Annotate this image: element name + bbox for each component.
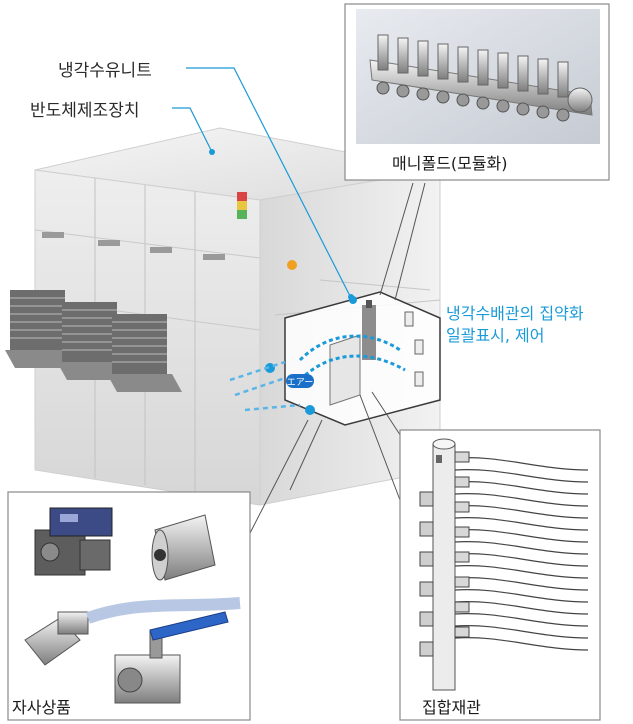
label-semiconductor-equipment: 반도체제조장치	[30, 101, 140, 121]
ball-valve-icon	[114, 611, 229, 704]
callout-cooling-unit	[186, 67, 351, 297]
label-manifold: 매니폴드(모듈화)	[392, 154, 508, 173]
flow-arrow-icon	[229, 360, 301, 412]
label-own-products: 자사상품	[12, 698, 71, 717]
air-badge-label: エアー	[287, 378, 313, 388]
callout-manifold	[379, 182, 414, 296]
manifold-panel	[344, 3, 610, 181]
cooling-unit-box	[265, 291, 441, 426]
header-material-panel	[399, 429, 601, 721]
label-cooling-unit: 냉각수유니트	[58, 61, 152, 81]
callout-products	[247, 419, 309, 538]
signal-tower-icon	[237, 192, 247, 219]
label-consolidation-line2: 일괄표시, 제어	[446, 326, 545, 345]
air-badge	[286, 374, 314, 388]
load-ports	[5, 290, 182, 392]
hose-fitting	[24, 597, 241, 666]
valve-icon	[151, 514, 216, 581]
callout-semiconductor	[172, 107, 213, 153]
label-header-material: 집합재관	[422, 698, 481, 717]
flow-sensor-icon	[34, 507, 113, 576]
own-products-panel	[7, 491, 251, 721]
callout-header	[359, 394, 401, 501]
label-consolidation-line1: 냉각수배관의 집약화	[446, 304, 584, 323]
